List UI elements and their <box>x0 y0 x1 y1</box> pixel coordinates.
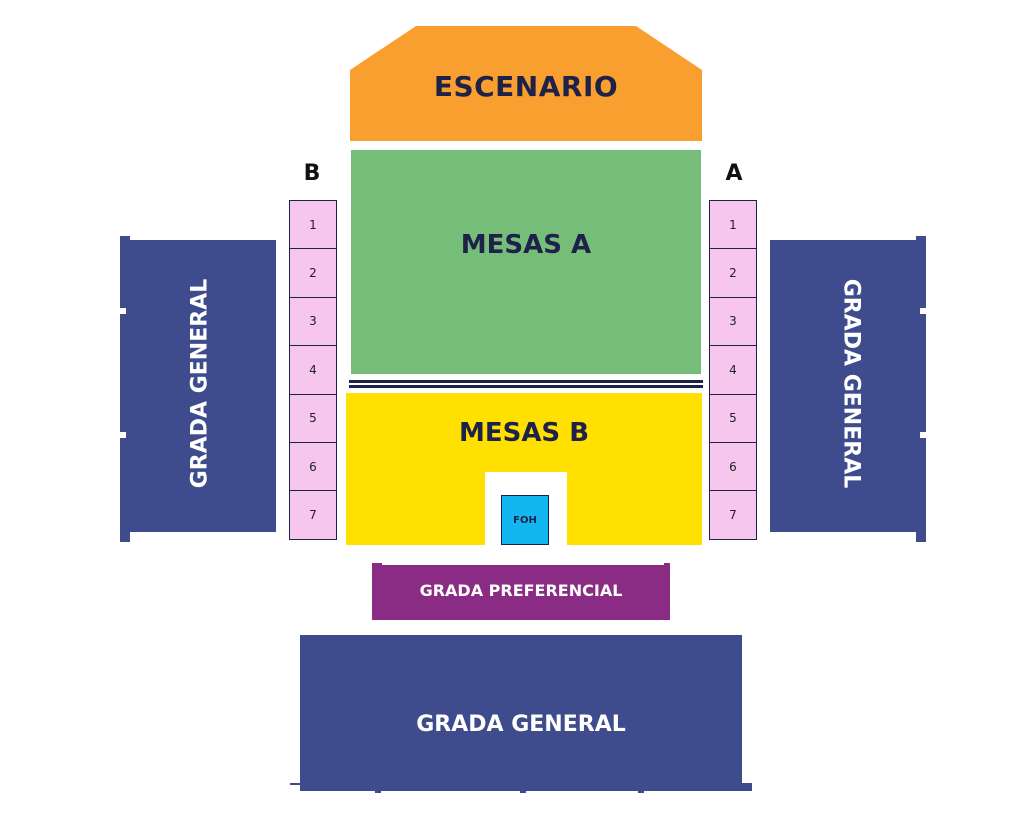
divider-line-bottom <box>349 385 703 388</box>
box-a-7[interactable]: 7 <box>709 490 757 540</box>
box-b-7[interactable]: 7 <box>289 490 337 540</box>
mesas-b-label: MESAS B <box>458 418 590 448</box>
grada-left-label: GRADA GENERAL <box>187 278 213 489</box>
box-b-1[interactable]: 1 <box>289 200 337 250</box>
box-b-5[interactable]: 5 <box>289 393 337 443</box>
grada-left-shape[interactable] <box>118 236 278 546</box>
box-b-4[interactable]: 4 <box>289 345 337 395</box>
box-a-2[interactable]: 2 <box>709 248 757 298</box>
grada-right-label: GRADA GENERAL <box>838 278 864 489</box>
box-a-3[interactable]: 3 <box>709 296 757 347</box>
side-b-letter: B <box>303 161 321 186</box>
grada-preferencial-label: GRADA PREFERENCIAL <box>419 581 623 600</box>
box-b-2[interactable]: 2 <box>289 248 337 298</box>
grada-right-shape[interactable] <box>768 236 928 546</box>
stage-label: ESCENARIO <box>433 70 619 103</box>
side-b-boxes: 1 2 3 4 5 6 7 <box>289 200 337 540</box>
box-a-6[interactable]: 6 <box>709 441 757 492</box>
grada-preferencial-shape[interactable] <box>372 563 670 620</box>
side-a-boxes: 1 2 3 4 5 6 7 <box>709 200 757 540</box>
mesas-a-area[interactable] <box>351 150 701 374</box>
box-a-4[interactable]: 4 <box>709 345 757 395</box>
foh-booth[interactable]: FOH <box>501 495 549 545</box>
box-b-6[interactable]: 6 <box>289 441 337 492</box>
mesas-a-label: MESAS A <box>460 230 592 260</box>
grada-bottom-shape[interactable] <box>290 635 752 795</box>
grada-bottom-label: GRADA GENERAL <box>416 712 626 737</box>
box-a-1[interactable]: 1 <box>709 200 757 250</box>
side-a-letter: A <box>725 161 743 186</box>
box-a-5[interactable]: 5 <box>709 393 757 443</box>
foh-label: FOH <box>513 514 537 526</box>
divider-line-top <box>349 380 703 383</box>
stage-shape[interactable] <box>350 26 702 141</box>
box-b-3[interactable]: 3 <box>289 296 337 347</box>
